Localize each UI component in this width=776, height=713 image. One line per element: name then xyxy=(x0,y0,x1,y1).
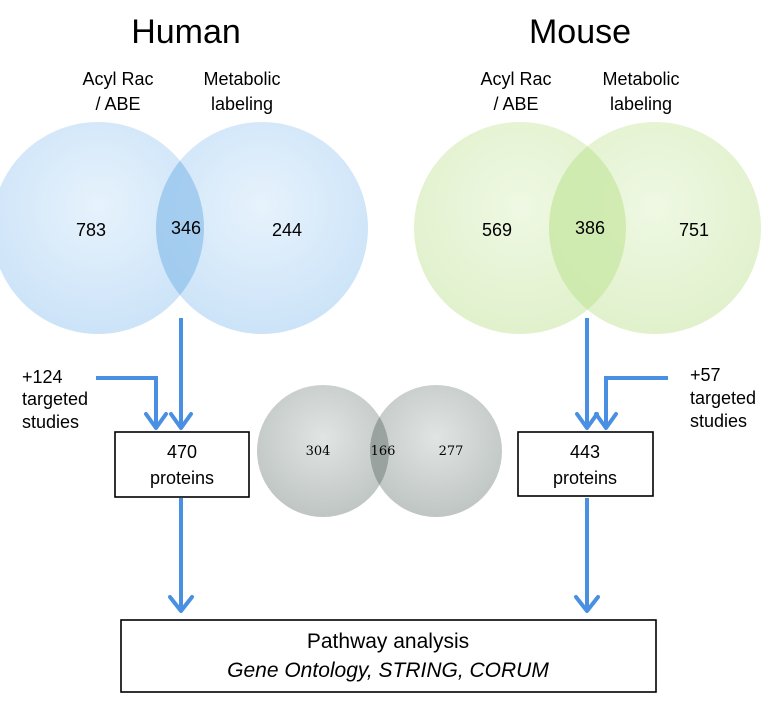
mouse-arrows xyxy=(574,318,668,613)
comparison-circle-human xyxy=(257,385,389,517)
mouse-targeted-arrowhead xyxy=(594,412,618,430)
mouse-only-acyl-count: 569 xyxy=(482,220,512,240)
pathway-analysis-tools: Gene Ontology, STRING, CORUM xyxy=(227,659,549,682)
human-only-metabolic-count: 244 xyxy=(272,220,302,240)
mouse-targeted-line3: studies xyxy=(690,411,747,431)
human-venn-arrowhead xyxy=(169,412,193,430)
mouse-targeted-line2: targeted xyxy=(690,388,756,408)
pathway-analysis-box xyxy=(120,619,657,693)
human-set-a-label-2: / ABE xyxy=(95,94,140,114)
comparison-only-mouse-count: 277 xyxy=(439,444,464,459)
human-targeted-arrow xyxy=(96,376,158,425)
mouse-only-metabolic-count: 751 xyxy=(679,220,709,240)
human-targeted-line1: +124 xyxy=(22,367,63,387)
human-only-acyl-count: 783 xyxy=(76,220,106,240)
mouse-down-arrowhead xyxy=(574,595,600,613)
human-set-b-label-1: Metabolic xyxy=(203,69,280,89)
mouse-set-b-label-1: Metabolic xyxy=(602,69,679,89)
mouse-overlap xyxy=(549,122,626,334)
mouse-set-a-label-2: / ABE xyxy=(493,94,538,114)
human-circle-metabolic xyxy=(156,122,368,334)
mouse-targeted-line1: +57 xyxy=(690,365,721,385)
comparison-venn xyxy=(257,385,502,517)
human-title: Human xyxy=(131,13,241,51)
mouse-targeted-arrow xyxy=(604,376,668,425)
mouse-set-b-label-2: labeling xyxy=(610,94,672,114)
mouse-protein-count: 443 xyxy=(570,442,600,462)
human-venn xyxy=(0,122,368,334)
human-down-arrowhead xyxy=(168,595,194,613)
human-protein-box xyxy=(114,431,250,498)
human-targeted-line3: studies xyxy=(22,412,79,432)
human-arrows xyxy=(96,318,194,613)
mouse-protein-box xyxy=(517,431,654,497)
comparison-only-human-count: 304 xyxy=(306,444,331,459)
pathway-analysis-title: Pathway analysis xyxy=(307,630,469,653)
human-targeted-line2: targeted xyxy=(22,389,88,409)
human-protein-label: proteins xyxy=(150,468,214,488)
mouse-venn xyxy=(414,122,761,334)
mouse-protein-label: proteins xyxy=(553,468,617,488)
human-set-a-label-1: Acyl Rac xyxy=(82,69,153,89)
human-protein-count: 470 xyxy=(167,442,197,462)
mouse-title: Mouse xyxy=(529,13,631,51)
human-circle-acyl-rac xyxy=(0,122,204,334)
comparison-overlap-count: 166 xyxy=(371,444,396,459)
human-overlap-count: 346 xyxy=(171,218,201,238)
human-set-b-label-2: labeling xyxy=(211,94,273,114)
comparison-circle-mouse xyxy=(370,385,502,517)
human-targeted-arrowhead xyxy=(144,412,168,430)
mouse-overlap-count: 386 xyxy=(575,218,605,238)
mouse-venn-arrowhead xyxy=(575,412,599,430)
mouse-set-a-label-1: Acyl Rac xyxy=(480,69,551,89)
